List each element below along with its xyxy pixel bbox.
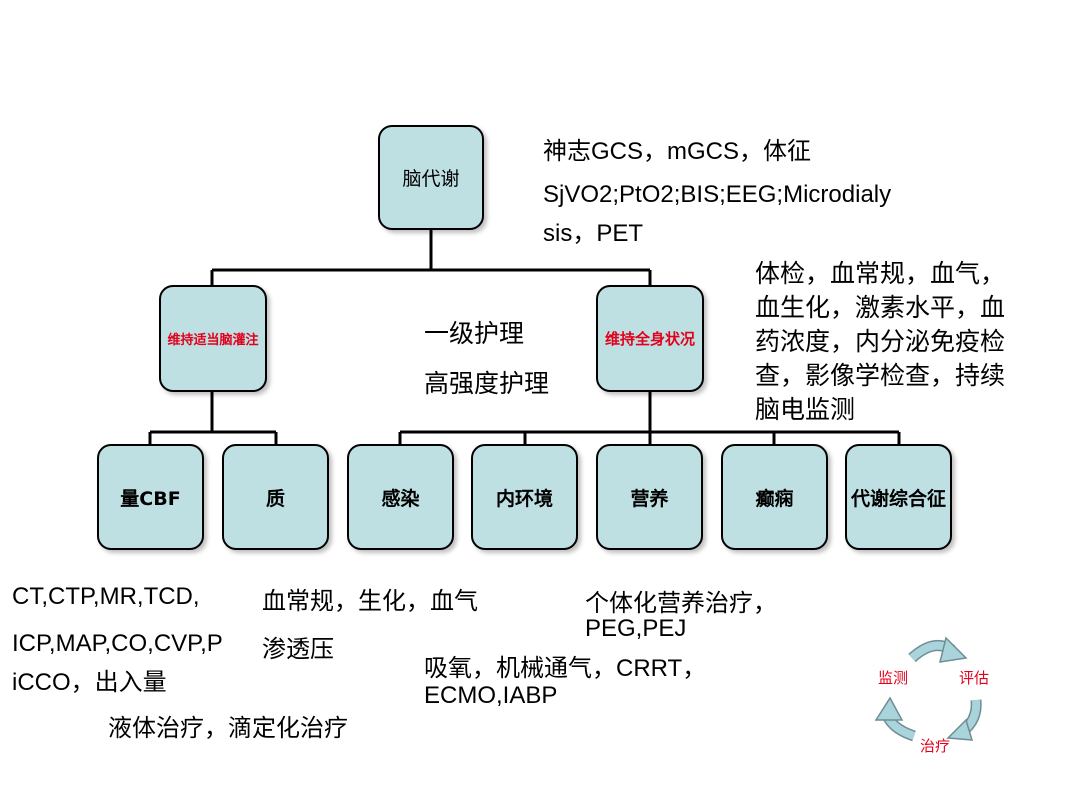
leaf-infection: 感染 (347, 444, 454, 550)
fluid-therapy-note: 液体治疗，滴定化治疗 (108, 714, 348, 742)
nursing-level-label: 一级护理 (424, 319, 525, 348)
root-label: 脑代谢 (402, 168, 460, 190)
leaf-metabolic-syndrome: 代谢综合征 (845, 444, 952, 550)
hemodynamic-note-line1: ICP,MAP,CO,CVP,P (12, 630, 223, 657)
hemodynamic-note-line2: iCCO，出入量 (12, 669, 167, 696)
right-branch-label: 维持全身状况 (604, 330, 695, 348)
cycle-arrow-left (874, 696, 916, 742)
care-cycle-diagram (874, 636, 982, 742)
leaf-quality-label: 质 (265, 487, 285, 510)
left-branch-node: 维持适当脑灌注 (159, 285, 267, 392)
cycle-arrow-right (946, 699, 982, 741)
leaf-epilepsy: 癫痫 (721, 444, 828, 550)
right-branch-node: 维持全身状况 (596, 285, 704, 392)
systemic-note-line: 血生化，激素水平，血 (755, 293, 1006, 322)
oxygen-support-note-line1: 吸氧，机械通气，CRRT， (424, 655, 707, 682)
cycle-label-treatment: 治疗 (920, 737, 951, 755)
cycle-arrow-top (908, 636, 968, 663)
leaf-quality: 质 (222, 444, 329, 550)
intensity-label: 高强度护理 (424, 369, 550, 398)
root-note-line2: SjVO2;PtO2;BIS;EEG;Microdialy (543, 181, 892, 208)
osmotic-pressure-note: 渗透压 (262, 635, 334, 663)
leaf-nutrition: 营养 (596, 444, 703, 550)
imaging-note: CT,CTP,MR,TCD, (12, 583, 200, 610)
leaf-cbf-label: 量CBF (120, 487, 181, 510)
systemic-note-line: 药浓度，内分泌免疫检 (755, 327, 1006, 356)
root-node: 脑代谢 (378, 125, 484, 230)
blood-test-note: 血常规，生化，血气 (262, 587, 478, 615)
nutrition-note-line2: PEG,PEJ (585, 615, 687, 642)
leaf-nutrition-label: 营养 (630, 487, 669, 510)
systemic-exam-note: 体检，血常规，血气， 血生化，激素水平，血 药浓度，内分泌免疫检 查，影像学检查… (755, 257, 1005, 427)
systemic-note-line: 查，影像学检查，持续 (755, 361, 1006, 390)
root-note-line3: sis，PET (543, 220, 644, 247)
root-note-line1: 神志GCS，mGCS，体征 (543, 138, 812, 165)
cycle-label-assessment: 评估 (959, 669, 990, 687)
leaf-cbf: 量CBF (97, 444, 204, 550)
leaf-metabolic-syndrome-label: 代谢综合征 (850, 487, 946, 510)
oxygen-support-note-line2: ECMO,IABP (424, 682, 558, 709)
leaf-internal-environment-label: 内环境 (495, 487, 553, 510)
leaf-epilepsy-label: 癫痫 (755, 487, 794, 510)
leaf-infection-label: 感染 (381, 487, 420, 510)
left-branch-label: 维持适当脑灌注 (167, 333, 259, 348)
nutrition-note-line1: 个体化营养治疗， (585, 590, 777, 617)
systemic-note-line: 体检，血常规，血气， (755, 259, 1006, 288)
systemic-note-line: 脑电监测 (755, 395, 856, 424)
leaf-internal-environment: 内环境 (471, 444, 578, 550)
cycle-label-monitoring: 监测 (878, 669, 909, 687)
